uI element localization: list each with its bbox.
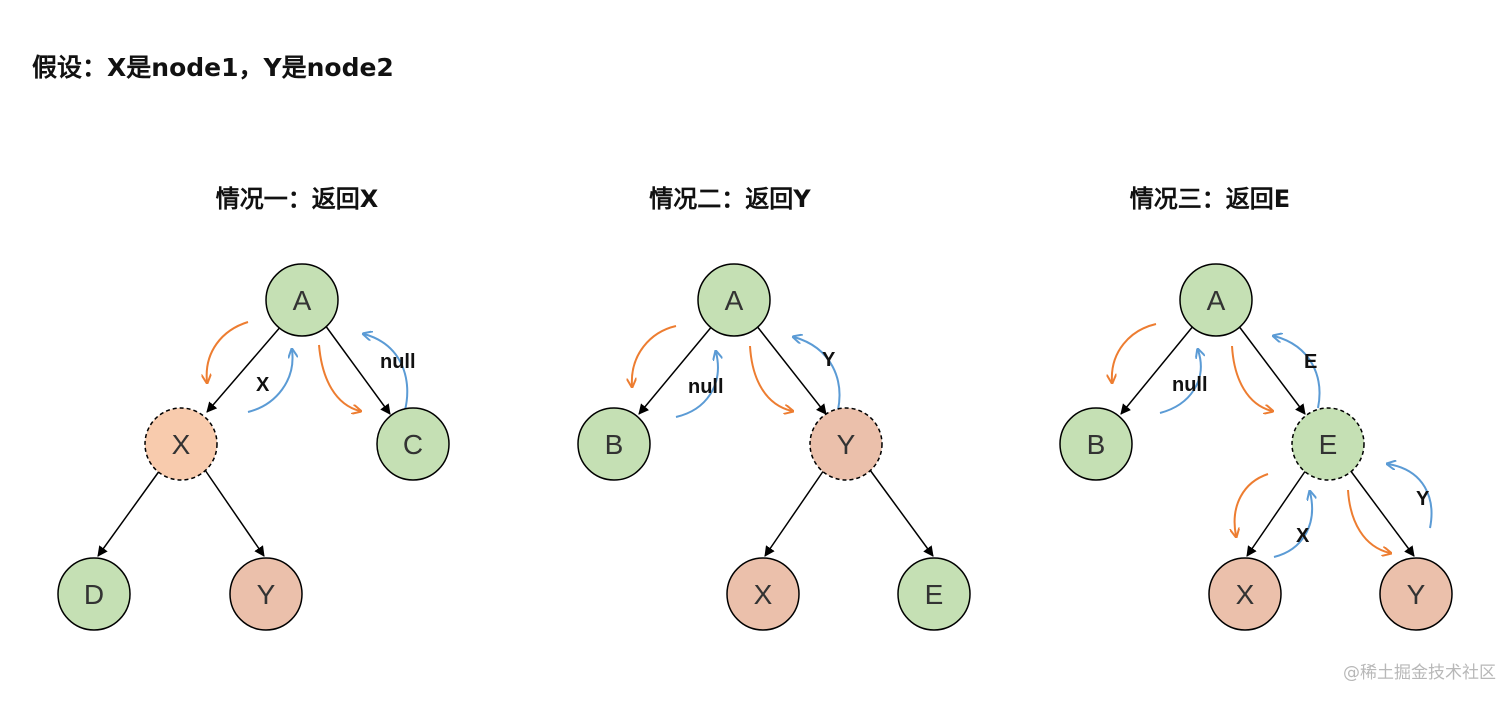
up-arrow-e-a bbox=[1274, 336, 1321, 409]
node-y-label: Y bbox=[1407, 579, 1426, 610]
node-y bbox=[809, 407, 883, 481]
up-arrow-x-a bbox=[247, 350, 293, 413]
down-arrow-a-b bbox=[1112, 323, 1157, 382]
down-arrow-a-x bbox=[207, 321, 249, 382]
return-label-y: Y bbox=[1416, 488, 1430, 510]
node-x-label: X bbox=[172, 429, 191, 460]
node-c-label: C bbox=[403, 429, 423, 460]
node-e bbox=[897, 557, 971, 631]
node-b bbox=[577, 407, 651, 481]
node-b bbox=[1059, 407, 1133, 481]
node-a-label: A bbox=[1207, 285, 1226, 316]
node-a bbox=[265, 263, 339, 337]
return-label-null: null bbox=[688, 376, 724, 398]
node-d bbox=[57, 557, 131, 631]
node-x bbox=[144, 407, 218, 481]
edge-a-y bbox=[755, 324, 827, 415]
edge-e-x bbox=[1246, 469, 1307, 557]
edge-a-c bbox=[324, 324, 391, 415]
up-arrow-b-a bbox=[1159, 350, 1201, 414]
case-2-tree: null Y A B Y X E bbox=[577, 263, 971, 631]
down-arrow-a-b bbox=[632, 325, 677, 386]
node-b-label: B bbox=[605, 429, 624, 460]
return-label-null: null bbox=[380, 351, 416, 373]
up-arrow-c-a bbox=[364, 334, 409, 411]
case-3-tree: null E X Y A B E X Y bbox=[1059, 263, 1453, 631]
edge-a-x bbox=[206, 324, 283, 413]
node-c bbox=[376, 407, 450, 481]
case-1-tree: X null A X C D Y bbox=[57, 263, 450, 631]
node-y-label: Y bbox=[257, 579, 276, 610]
return-label-e: E bbox=[1304, 351, 1317, 373]
return-label-x: X bbox=[1296, 525, 1310, 547]
return-label-y: Y bbox=[822, 349, 836, 371]
case-2-title: 情况二：返回Y bbox=[649, 185, 811, 213]
watermark: @稀土掘金技术社区 bbox=[1343, 663, 1496, 683]
node-a-label: A bbox=[725, 285, 744, 316]
up-arrow-y-a bbox=[794, 337, 841, 411]
case-1-title: 情况一：返回X bbox=[215, 185, 379, 213]
edge-y-e bbox=[869, 469, 934, 557]
case-3-title: 情况三：返回E bbox=[1129, 185, 1291, 213]
node-b-label: B bbox=[1087, 429, 1106, 460]
up-arrow-b-a bbox=[675, 352, 718, 418]
node-a-label: A bbox=[293, 285, 312, 316]
edge-a-b bbox=[638, 324, 714, 415]
return-label-null: null bbox=[1172, 374, 1208, 396]
node-e-label: E bbox=[925, 579, 944, 610]
node-x bbox=[726, 557, 800, 631]
node-y bbox=[1379, 557, 1453, 631]
node-a bbox=[1179, 263, 1253, 337]
edge-x-d bbox=[97, 469, 161, 557]
down-arrow-a-e bbox=[1231, 345, 1272, 411]
return-label-x: X bbox=[256, 374, 270, 396]
edge-a-b bbox=[1120, 324, 1195, 415]
down-arrow-e-x bbox=[1235, 473, 1269, 536]
node-y-label: Y bbox=[837, 429, 856, 460]
edge-y-x bbox=[764, 469, 825, 557]
node-x-label: X bbox=[1236, 579, 1255, 610]
node-e-label: E bbox=[1319, 429, 1338, 460]
up-arrow-x-e bbox=[1273, 492, 1312, 558]
edge-a-e bbox=[1237, 324, 1306, 415]
assumption-text: 假设：X是node1，Y是node2 bbox=[32, 53, 394, 82]
node-y bbox=[229, 557, 303, 631]
down-arrow-e-y bbox=[1347, 489, 1390, 553]
edge-x-y bbox=[204, 469, 265, 557]
node-x bbox=[1208, 557, 1282, 631]
down-arrow-a-c bbox=[318, 344, 360, 411]
down-arrow-a-y bbox=[749, 345, 792, 411]
node-d-label: D bbox=[84, 579, 104, 610]
node-a bbox=[697, 263, 771, 337]
edge-e-y bbox=[1349, 469, 1415, 557]
up-arrow-y-e bbox=[1388, 464, 1433, 529]
node-e bbox=[1291, 407, 1365, 481]
node-x-label: X bbox=[754, 579, 773, 610]
